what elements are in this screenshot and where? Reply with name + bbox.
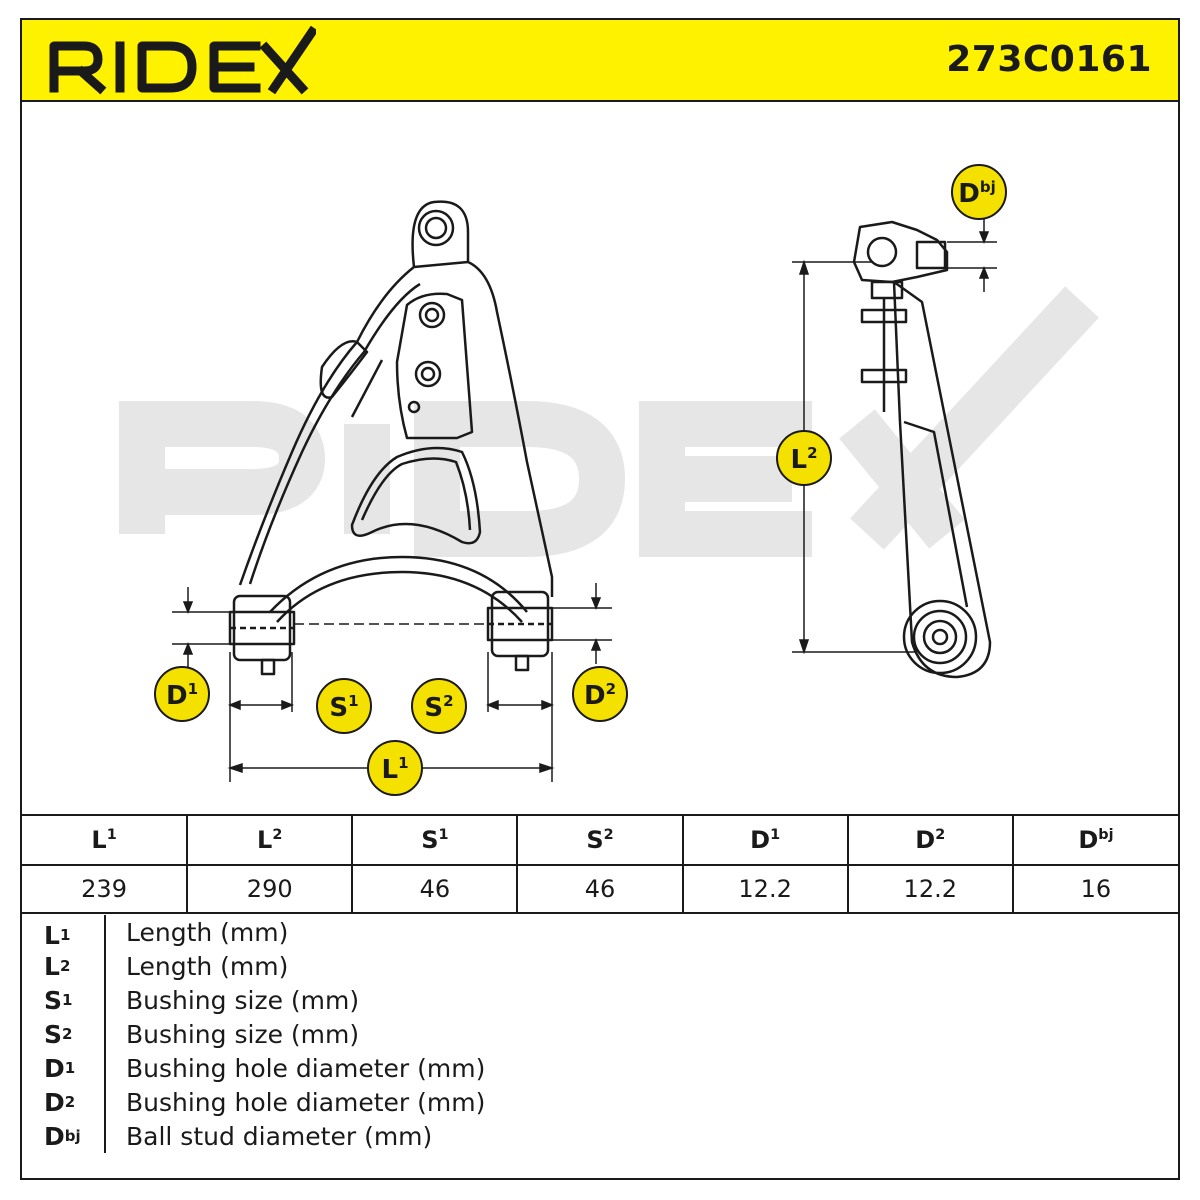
control-arm-front-view [228, 200, 554, 676]
value-s1: 46 [351, 864, 519, 914]
callout-s2: S2 [411, 678, 467, 734]
header-dbj: Dbj [1011, 814, 1178, 866]
header-l2: L2 [186, 814, 354, 866]
callout-d2: D2 [572, 666, 628, 722]
svg-text:S2: S2 [424, 692, 453, 723]
callout-dbj: Dbj [951, 164, 1007, 220]
part-number: 273C0161 [946, 39, 1152, 80]
value-l2: 290 [186, 864, 354, 914]
legend-description: Length (mm) [126, 917, 289, 947]
control-arm-side-view [852, 220, 992, 679]
value-d1: 12.2 [681, 864, 849, 914]
legend-description: Length (mm) [126, 951, 289, 981]
spec-table: L1 L2 S1 S2 D1 D2 Dbj 239 290 46 46 12.2… [22, 814, 1178, 914]
legend-description: Bushing size (mm) [126, 1019, 360, 1049]
legend-description: Bushing hole diameter (mm) [126, 1087, 486, 1117]
callout-d1: D1 [154, 666, 210, 722]
svg-text:D2: D2 [584, 680, 616, 711]
svg-text:L1: L1 [381, 754, 408, 785]
svg-text:L2: L2 [790, 444, 817, 475]
callout-s1: S1 [316, 678, 372, 734]
svg-text:D1: D1 [166, 680, 198, 711]
legend-description: Bushing hole diameter (mm) [126, 1053, 486, 1083]
svg-text:S1: S1 [329, 692, 358, 723]
header-d1: D1 [681, 814, 849, 866]
ridex-logo [49, 26, 316, 95]
value-l1: 239 [22, 864, 189, 914]
spec-sheet: 273C0161 [20, 18, 1180, 1180]
technical-drawing: D1 S1 S2 D2 L1 L2 Dbj [119, 164, 1099, 796]
header-s1: S1 [351, 814, 519, 866]
header-bar: 273C0161 [22, 20, 1178, 102]
value-s2: 46 [516, 864, 684, 914]
header-d2: D2 [846, 814, 1014, 866]
callout-l2: L2 [776, 430, 832, 486]
value-d2: 12.2 [846, 864, 1014, 914]
spec-table-header-row: L1 L2 S1 S2 D1 D2 Dbj [22, 814, 1178, 866]
header-l1: L1 [22, 814, 189, 866]
value-dbj: 16 [1011, 864, 1178, 914]
ridex-watermark [119, 286, 1099, 557]
header-s2: S2 [516, 814, 684, 866]
spec-table-value-row: 239 290 46 46 12.2 12.2 16 [22, 864, 1178, 914]
callout-l1: L1 [367, 740, 423, 796]
svg-text:Dbj: Dbj [958, 178, 995, 209]
legend-description: Ball stud diameter (mm) [126, 1121, 433, 1151]
legend-description: Bushing size (mm) [126, 985, 360, 1015]
